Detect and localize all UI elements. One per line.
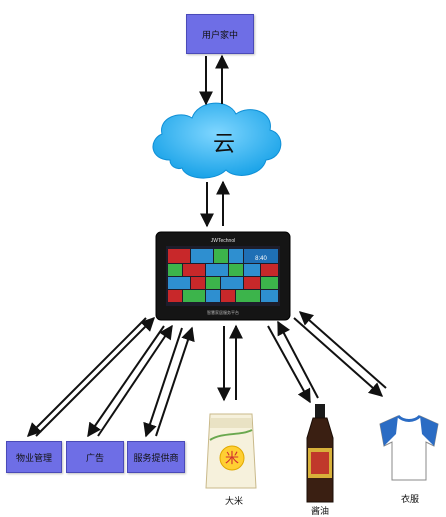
rice-bag-glyph: 米: [225, 451, 239, 467]
property-node-label: 物业管理: [15, 453, 52, 464]
home-node-label: 用户家中: [201, 30, 238, 41]
ads-node-label: 广告: [85, 453, 104, 464]
home-node: 用户家中: [186, 14, 254, 54]
device-brand: JWTechnol: [211, 238, 235, 244]
rice-label: 大米: [224, 497, 243, 507]
service-node: 服务提供商: [127, 441, 185, 473]
tablet-device: JWTechnol 8:40 智慧家居服务平台: [155, 231, 291, 321]
arrow-ads-to-device: [97, 324, 173, 437]
soy-sauce-bottle-image: [306, 404, 334, 503]
arrow-device-to-clothes: [293, 317, 384, 397]
cloud-label: 云: [212, 132, 235, 157]
service-node-label: 服务提供商: [133, 453, 179, 464]
soy-sauce-label: 酱油: [310, 507, 329, 517]
arrow-device-to-soy: [267, 325, 311, 404]
arrow-service-to-device: [155, 326, 195, 437]
arrow-soy-to-device: [277, 320, 319, 399]
property-node: 物业管理: [6, 441, 62, 473]
arrow-device-to-ads: [87, 325, 165, 438]
arrow-device-to-service: [143, 327, 183, 438]
arrow-property-to-device: [35, 317, 155, 437]
device-footer: 智慧家居服务平台: [207, 309, 239, 315]
arrow-clothes-to-device: [298, 311, 387, 389]
clothes-label: 衣服: [400, 495, 419, 505]
device-clock: 8:40: [255, 256, 267, 262]
cloud-shape: [152, 102, 282, 179]
arrow-device-to-property: [27, 317, 147, 437]
ads-node: 广告: [66, 441, 124, 473]
t-shirt-image: [379, 414, 439, 481]
rice-bag-image: 米: [205, 413, 257, 489]
